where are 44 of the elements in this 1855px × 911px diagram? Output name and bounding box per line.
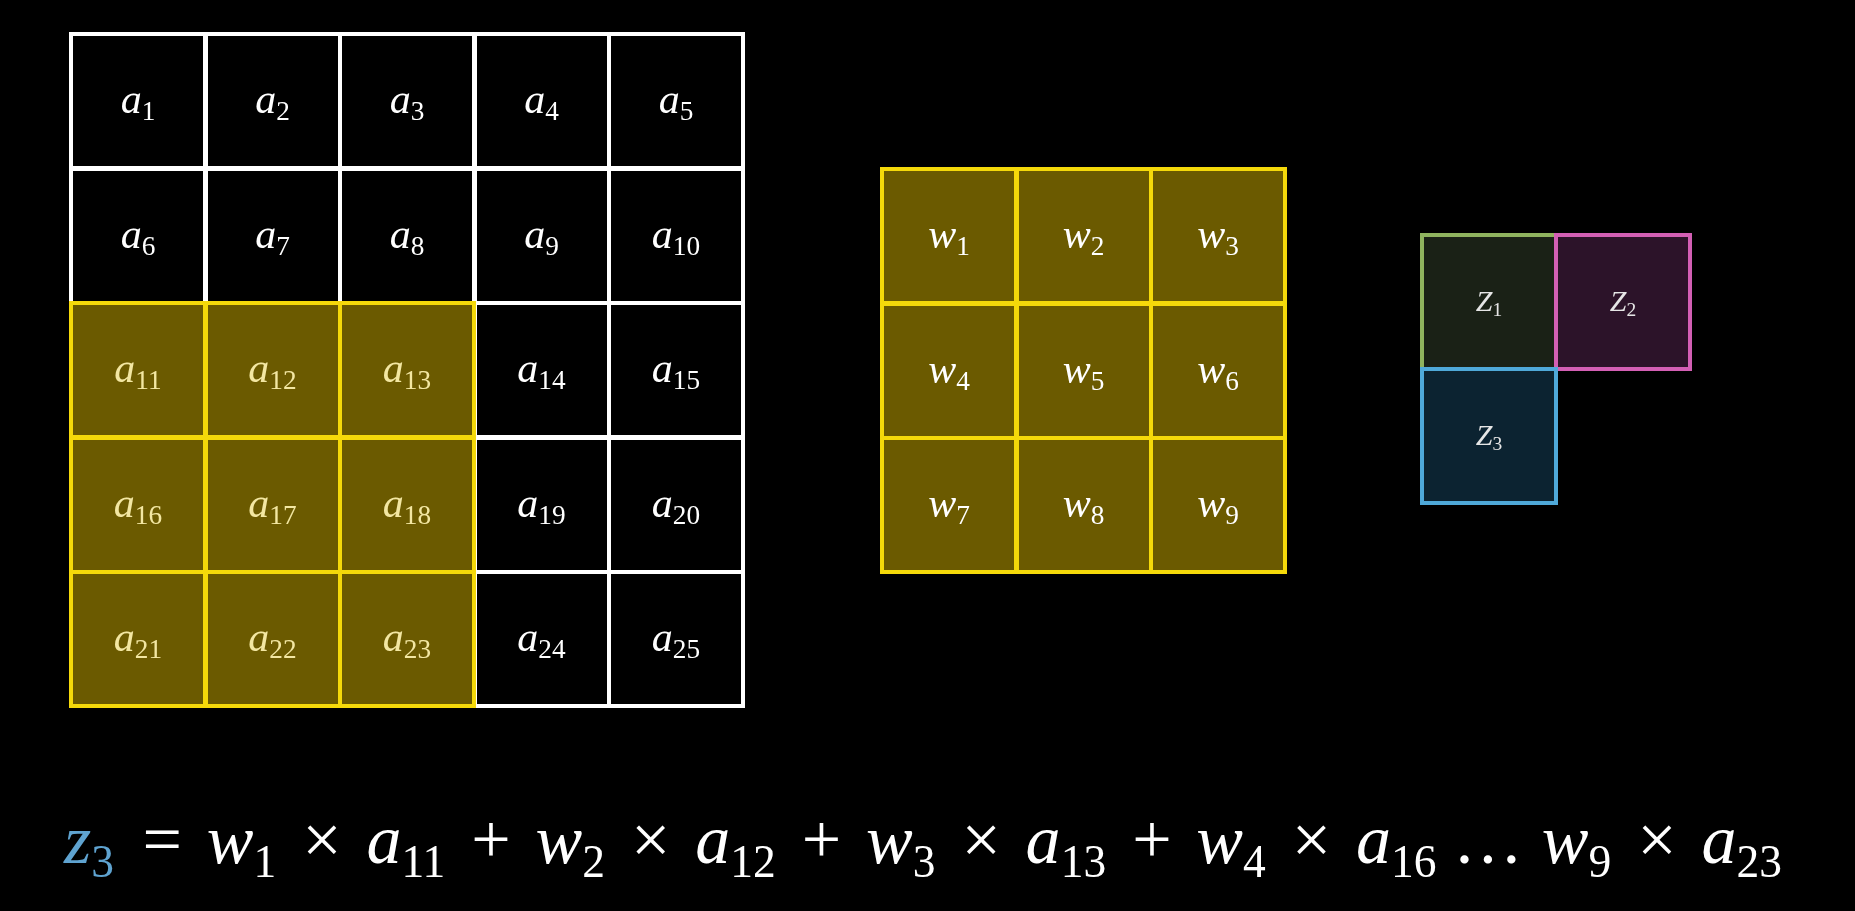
cell-symbol: w$_{7}$	[928, 479, 970, 531]
cell-symbol: w$_{1}$	[928, 210, 970, 262]
cell-symbol: a$_{20}$	[651, 478, 701, 531]
cell-symbol: a$_{14}$	[517, 344, 566, 396]
cell-symbol: w$_{5}$	[1062, 344, 1105, 397]
cell-symbol: a$_{1}$	[120, 75, 156, 127]
cell-symbol: a$_{24}$	[517, 613, 566, 665]
cell-symbol: w$_{8}$	[1062, 479, 1105, 531]
cell-symbol: a$_{25}$	[651, 613, 701, 665]
cell-symbol: a$_{16}$	[113, 478, 163, 531]
cell-symbol: w$_{4}$	[928, 344, 970, 397]
cell-symbol: a$_{23}$	[382, 613, 432, 665]
cell-symbol: a$_{9}$	[524, 209, 559, 262]
cell-symbol: a$_{17}$	[248, 478, 297, 531]
matrix-cell	[880, 167, 1018, 305]
equation-text: = w$_{1}$ × a$_{11}$ + w$_{2}$ × a$_{12}$ + w$_{3}$ × a$_{13}$ + w$_{4}$ × a$_{16}$ … w$_{9}$ × a$_{23}$	[138, 800, 1782, 888]
cell-symbol: a$_{21}$	[113, 613, 163, 665]
cell-symbol: a$_{2}$	[255, 75, 290, 127]
matrix-cell	[1420, 367, 1558, 505]
cell-symbol: a$_{11}$	[114, 344, 162, 396]
cell-symbol: a$_{10}$	[651, 209, 701, 262]
cell-symbol: a$_{15}$	[651, 344, 701, 396]
cell-symbol: a$_{8}$	[389, 209, 425, 262]
matrix-cell	[69, 301, 207, 439]
cell-symbol: w$_{3}$	[1197, 210, 1239, 262]
cell-symbol: a$_{12}$	[248, 344, 297, 396]
equation-text: z$_{3}$	[64, 800, 114, 888]
cell-symbol: w$_{9}$	[1197, 479, 1239, 531]
cell-symbol: a$_{7}$	[255, 209, 290, 262]
cell-symbol: a$_{19}$	[517, 478, 566, 531]
cell-symbol: a$_{22}$	[248, 613, 297, 665]
cell-symbol: Z$_{2}$	[1609, 283, 1637, 321]
cell-symbol: a$_{3}$	[389, 75, 425, 127]
cell-symbol: Z$_{1}$	[1475, 283, 1503, 321]
cell-symbol: a$_{5}$	[658, 75, 694, 127]
cell-symbol: w$_{2}$	[1062, 210, 1105, 262]
matrix-cell	[69, 32, 207, 170]
cell-symbol: w$_{6}$	[1197, 344, 1239, 397]
cell-symbol: a$_{13}$	[382, 344, 432, 396]
cell-symbol: Z$_{3}$	[1475, 417, 1503, 455]
cell-symbol: a$_{18}$	[382, 478, 432, 531]
cell-symbol: a$_{4}$	[524, 75, 559, 127]
matrix-cell	[1554, 233, 1692, 371]
cell-symbol: a$_{6}$	[120, 209, 156, 262]
